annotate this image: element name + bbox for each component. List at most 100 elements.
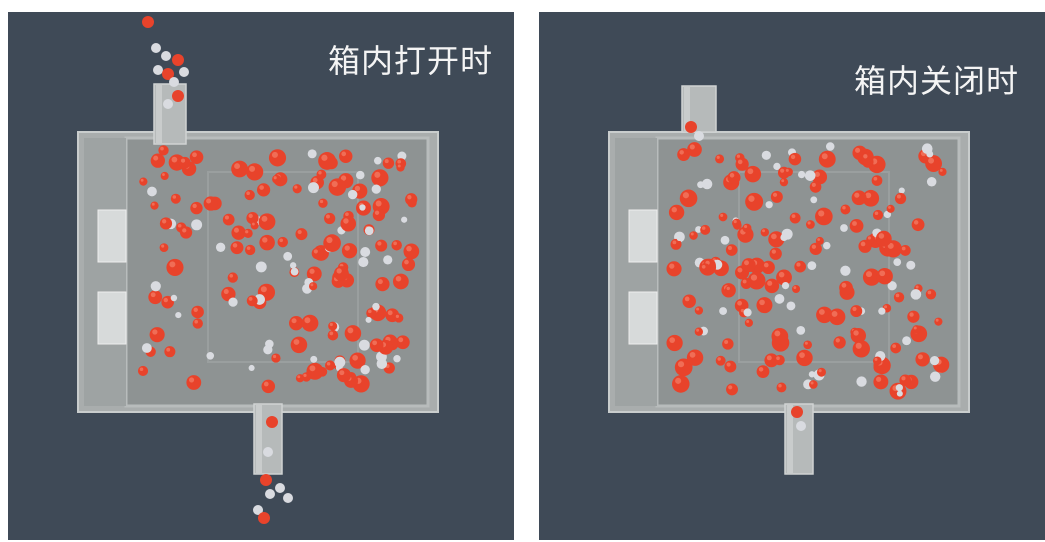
molecule-red bbox=[246, 295, 258, 307]
molecule-red bbox=[851, 190, 867, 206]
molecule-highlight bbox=[821, 153, 828, 160]
molecule-red bbox=[164, 346, 176, 358]
molecule-highlight bbox=[901, 246, 906, 251]
molecule-highlight bbox=[807, 221, 811, 225]
molecule-white bbox=[796, 421, 806, 431]
molecule-red bbox=[295, 228, 308, 241]
molecule-red bbox=[769, 247, 782, 260]
molecule-red bbox=[311, 247, 324, 260]
molecule-white bbox=[283, 251, 293, 261]
molecule-highlight bbox=[387, 310, 393, 316]
molecule-white bbox=[371, 184, 381, 194]
molecule-highlight bbox=[811, 244, 817, 249]
molecule-red bbox=[715, 154, 725, 164]
molecule-red bbox=[159, 243, 169, 253]
molecule-highlight bbox=[372, 340, 378, 346]
molecule-white bbox=[383, 255, 393, 265]
molecule-white bbox=[163, 99, 173, 109]
molecule-white bbox=[781, 228, 793, 240]
molecule-highlight bbox=[259, 185, 264, 190]
molecule-white bbox=[761, 150, 771, 160]
molecule-highlight bbox=[263, 381, 269, 387]
molecule-highlight bbox=[737, 300, 743, 306]
molecule-highlight bbox=[873, 176, 878, 181]
molecule-red bbox=[316, 169, 327, 180]
molecule-highlight bbox=[329, 322, 333, 327]
molecule-red bbox=[328, 178, 347, 196]
pipe-highlight bbox=[684, 86, 690, 132]
molecule-red bbox=[336, 368, 352, 383]
molecule-highlight bbox=[785, 168, 789, 172]
molecule-highlight bbox=[863, 154, 868, 159]
molecule-red bbox=[259, 234, 275, 251]
pipe-highlight bbox=[787, 404, 793, 474]
molecule-red bbox=[788, 152, 802, 166]
molecule-highlight bbox=[915, 285, 919, 289]
molecule-red bbox=[148, 290, 163, 305]
molecule-red bbox=[178, 156, 191, 169]
molecule-red bbox=[689, 231, 698, 240]
molecule-red bbox=[369, 338, 384, 353]
molecule-red bbox=[172, 54, 184, 66]
molecule-red bbox=[756, 297, 773, 314]
molecule-highlight bbox=[347, 327, 354, 334]
molecule-highlight bbox=[748, 195, 755, 202]
molecule-highlight bbox=[831, 311, 838, 317]
molecule-highlight bbox=[791, 214, 796, 219]
molecule-red bbox=[666, 261, 682, 277]
molecule-red bbox=[907, 310, 920, 323]
molecule-highlight bbox=[172, 195, 177, 199]
molecule-red bbox=[191, 305, 204, 319]
molecule-white bbox=[307, 149, 317, 159]
molecule-white bbox=[360, 247, 371, 257]
molecule-red bbox=[840, 204, 851, 215]
molecule-red bbox=[271, 353, 281, 363]
pipe-highlight bbox=[256, 404, 262, 474]
molecule-red bbox=[741, 258, 756, 273]
molecule-highlight bbox=[206, 198, 212, 204]
molecule-highlight bbox=[736, 154, 741, 158]
molecule-white bbox=[275, 483, 285, 493]
molecule-highlight bbox=[778, 271, 785, 278]
molecule-highlight bbox=[854, 147, 861, 153]
molecule-white bbox=[290, 267, 299, 276]
molecule-red bbox=[771, 327, 789, 345]
molecule-highlight bbox=[398, 337, 404, 343]
molecule-highlight bbox=[888, 206, 891, 209]
molecule-highlight bbox=[153, 155, 159, 161]
molecule-white bbox=[765, 201, 773, 209]
molecule-white bbox=[401, 216, 408, 223]
molecule-red bbox=[268, 149, 287, 167]
molecule-white bbox=[898, 187, 905, 194]
molecule-highlight bbox=[326, 361, 331, 366]
molecule-highlight bbox=[733, 220, 737, 224]
molecule-white bbox=[926, 150, 934, 158]
molecule-highlight bbox=[291, 318, 297, 324]
molecule-white bbox=[360, 365, 370, 375]
molecule-white bbox=[797, 170, 806, 179]
molecule-highlight bbox=[835, 338, 840, 343]
molecule-highlight bbox=[345, 212, 349, 217]
molecule-highlight bbox=[375, 200, 382, 207]
molecule-white bbox=[170, 294, 178, 302]
molecule-highlight bbox=[892, 344, 897, 348]
molecule-highlight bbox=[716, 155, 720, 159]
molecule-red bbox=[886, 204, 895, 213]
molecule-red bbox=[203, 196, 218, 211]
molecule-white bbox=[926, 176, 937, 187]
molecule-highlight bbox=[867, 236, 871, 240]
molecule-highlight bbox=[669, 263, 675, 269]
molecule-red bbox=[818, 150, 836, 168]
molecule-highlight bbox=[913, 220, 919, 225]
molecule-highlight bbox=[194, 319, 199, 324]
molecule-highlight bbox=[696, 307, 700, 311]
molecule-highlight bbox=[406, 245, 412, 252]
molecule-red bbox=[396, 163, 405, 172]
molecule-highlight bbox=[171, 156, 178, 163]
molecule-red bbox=[139, 177, 148, 186]
molecule-highlight bbox=[917, 354, 923, 360]
molecule-highlight bbox=[248, 213, 253, 219]
molecule-red bbox=[150, 153, 165, 168]
molecule-red bbox=[344, 325, 362, 342]
box-side-wall bbox=[84, 138, 126, 406]
